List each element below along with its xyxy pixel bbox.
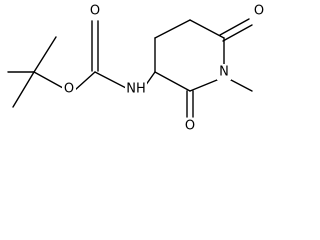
atom-o-ether-label: O bbox=[64, 82, 74, 97]
bond-carbonyl-c-to-nh bbox=[94, 71, 129, 90]
atom-nh: NH bbox=[125, 81, 147, 97]
bond-c5-c6 bbox=[189, 19, 225, 39]
atom-o-carbonyl-label: O bbox=[90, 4, 100, 19]
atom-o-ether: O bbox=[62, 81, 76, 97]
atom-ring-o-c2: O bbox=[183, 118, 197, 134]
atom-labels: O O NH N O O bbox=[62, 3, 266, 134]
atom-ring-o-c6: O bbox=[252, 3, 266, 19]
atom-ring-n-label: N bbox=[219, 65, 229, 80]
bond-n1-c2 bbox=[189, 79, 218, 92]
bond-tbu-methyl-up bbox=[33, 36, 57, 73]
bonds bbox=[7, 18, 253, 118]
bond-o-to-carbonyl-c bbox=[74, 71, 96, 91]
bond-tbu-methyl-down bbox=[12, 71, 35, 108]
bond-c4-c5 bbox=[154, 19, 191, 39]
bond-c2-c3 bbox=[154, 71, 191, 92]
atom-o-carbonyl: O bbox=[88, 3, 102, 19]
bond-c6-o-double-2 bbox=[219, 18, 250, 36]
atom-ring-o-c2-label: O bbox=[185, 119, 195, 134]
atom-nh-label: NH bbox=[126, 82, 146, 97]
bond-tbu-c-to-o bbox=[33, 71, 64, 89]
molecule-structure-diagram: O O NH N O O bbox=[7, 3, 266, 134]
bond-c6-o-double-1 bbox=[222, 24, 253, 42]
atom-ring-o-c6-label: O bbox=[254, 4, 264, 19]
atom-ring-n: N bbox=[217, 64, 231, 80]
bond-n-methyl bbox=[230, 79, 253, 92]
